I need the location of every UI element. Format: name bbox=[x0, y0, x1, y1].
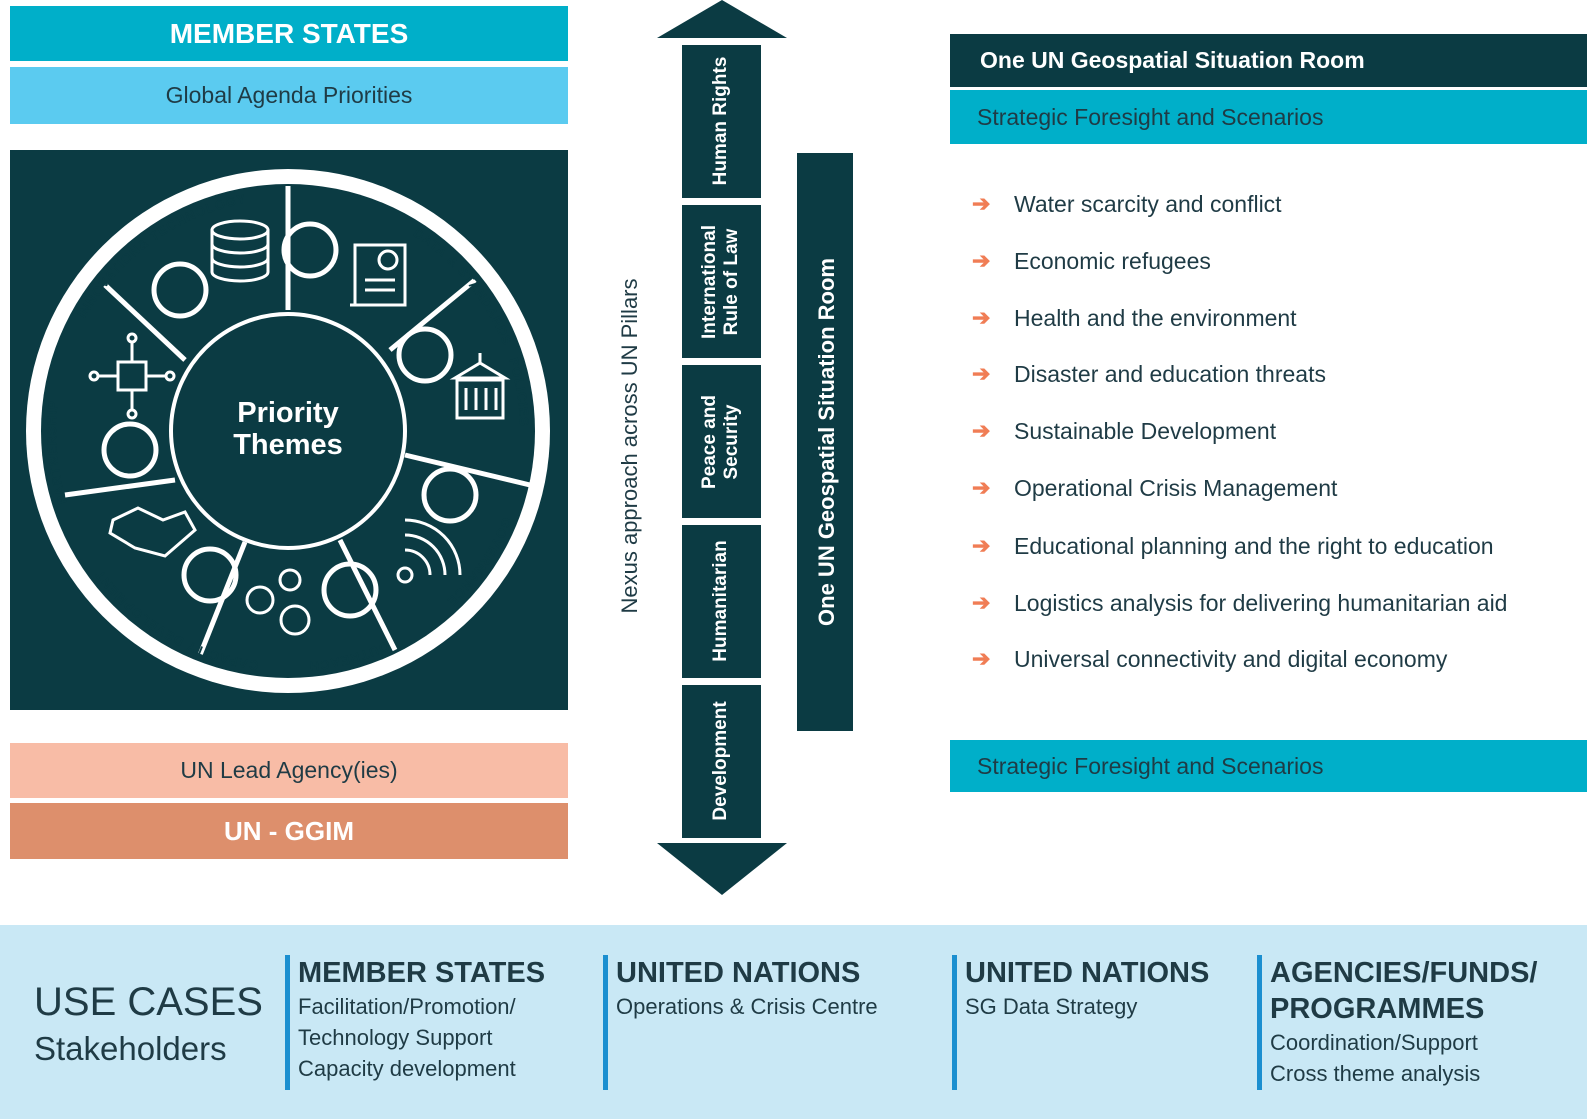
situation-room-title: One UN Geospatial Situation Room bbox=[980, 47, 1365, 73]
center-circle bbox=[169, 312, 407, 550]
un-ggim-label: UN - GGIM bbox=[224, 815, 354, 846]
wireless-signal-icon bbox=[396, 518, 462, 584]
global-agenda-label: Global Agenda Priorities bbox=[165, 82, 413, 108]
use-cases-subtitle: Stakeholders bbox=[34, 1030, 227, 1067]
theme-label: Operational Crisis Management bbox=[1014, 474, 1338, 501]
arrow-right-icon: ➔ bbox=[972, 191, 991, 216]
theme-label: Universal connectivity and digital econo… bbox=[1014, 645, 1448, 672]
theme-label: Sustainable Development bbox=[1014, 417, 1277, 444]
use-cases-title: USE CASES bbox=[34, 980, 263, 1024]
un-lead-agency-label: UN Lead Agency(ies) bbox=[180, 757, 398, 783]
use-cases-band bbox=[0, 925, 1587, 1119]
theme-item: ➔ Disaster and education threats bbox=[972, 358, 1326, 390]
stakeholder-line: Cross theme analysis bbox=[1270, 1061, 1481, 1086]
center-title-line2: Themes bbox=[233, 429, 343, 461]
arrow-right-icon: ➔ bbox=[972, 646, 991, 671]
circuit-chip-icon bbox=[88, 332, 176, 420]
strategic-foresight-top-bar: Strategic Foresight and Scenarios bbox=[950, 90, 1587, 144]
arrow-right-icon: ➔ bbox=[972, 475, 991, 500]
un-ggim-bar: UN - GGIM bbox=[10, 803, 568, 859]
pillar-humanitarian bbox=[682, 525, 761, 678]
strategic-foresight-bottom-bar: Strategic Foresight and Scenarios bbox=[950, 740, 1587, 792]
priority-themes-panel: Priority Themes DATA & STANDARDS POLICIE… bbox=[10, 150, 568, 710]
arrow-right-icon: ➔ bbox=[972, 305, 991, 330]
theme-item: ➔ Economic refugees bbox=[972, 245, 1211, 277]
stakeholder-title: UNITED NATIONS bbox=[965, 957, 1210, 989]
stakeholder-line: Capacity development bbox=[298, 1056, 516, 1081]
arrow-right-icon: ➔ bbox=[972, 590, 991, 615]
pillar-peace-security bbox=[682, 365, 761, 518]
arrow-right-icon: ➔ bbox=[972, 418, 991, 443]
priority-themes-wheel: Priority Themes DATA & STANDARDS POLICIE… bbox=[26, 169, 550, 693]
situation-room-header: One UN Geospatial Situation Room bbox=[950, 34, 1587, 87]
theme-item: ➔ Sustainable Development bbox=[972, 415, 1276, 447]
theme-item: ➔ Health and the environment bbox=[972, 302, 1297, 334]
arrow-right-icon: ➔ bbox=[972, 533, 991, 558]
policy-scroll-icon bbox=[350, 243, 407, 307]
stakeholder-line: Facilitation/Promotion/ bbox=[298, 994, 516, 1019]
theme-item: ➔ Universal connectivity and digital econ… bbox=[972, 643, 1447, 675]
stakeholder-title: AGENCIES/FUNDS/ bbox=[1270, 957, 1538, 989]
arrow-head-down bbox=[657, 843, 787, 895]
stakeholder-line: Coordination/Support bbox=[1270, 1030, 1478, 1055]
stakeholder-member-states: MEMBER STATES Facilitation/Promotion/ Te… bbox=[285, 955, 545, 1090]
puzzle-dividers bbox=[64, 186, 531, 656]
stakeholder-line: Operations & Crisis Centre bbox=[616, 994, 878, 1019]
theme-label: Logistics analysis for delivering humani… bbox=[1014, 589, 1508, 616]
un-lead-agency-bar: UN Lead Agency(ies) bbox=[10, 743, 568, 798]
vertical-situation-room-label: One UN Geospatial Situation Room bbox=[814, 258, 839, 626]
arrow-right-icon: ➔ bbox=[972, 361, 991, 386]
pillar-label-human-rights: Human Rights bbox=[710, 56, 731, 186]
global-agenda-bar: Global Agenda Priorities bbox=[10, 67, 568, 124]
pillar-rule-of-law bbox=[682, 205, 761, 358]
handshake-icon bbox=[108, 506, 197, 558]
vertical-situation-room-bar bbox=[797, 153, 853, 731]
pillar-development bbox=[682, 685, 761, 838]
theme-label: Disaster and education threats bbox=[1014, 360, 1326, 387]
stakeholder-title: UNITED NATIONS bbox=[616, 957, 861, 989]
stakeholder-un-data-strategy: UNITED NATIONS SG Data Strategy bbox=[952, 955, 1209, 1090]
pillar-label-peace-security: Peace and Security bbox=[699, 395, 742, 489]
theme-item: ➔ Water scarcity and conflict bbox=[972, 188, 1282, 220]
database-icon bbox=[210, 219, 270, 283]
theme-item: ➔ Educational planning and the right to e… bbox=[972, 530, 1494, 562]
theme-item: ➔ Operational Crisis Management bbox=[972, 472, 1337, 504]
theme-label: Educational planning and the right to ed… bbox=[1014, 532, 1494, 559]
nexus-approach-label: Nexus approach across UN Pillars bbox=[617, 278, 642, 614]
strategic-foresight-top-label: Strategic Foresight and Scenarios bbox=[977, 103, 1324, 130]
strategic-foresight-bottom-label: Strategic Foresight and Scenarios bbox=[977, 752, 1324, 779]
pillar-label-development: Development bbox=[710, 701, 731, 821]
arrow-right-icon: ➔ bbox=[972, 248, 991, 273]
member-states-label: MEMBER STATES bbox=[169, 17, 409, 49]
pillars-double-arrow bbox=[657, 0, 787, 895]
government-building-icon bbox=[449, 353, 511, 420]
theme-item: ➔ Logistics analysis for delivering human… bbox=[972, 587, 1507, 619]
stakeholder-line: SG Data Strategy bbox=[965, 994, 1138, 1019]
arrow-head-up bbox=[657, 0, 787, 38]
stakeholder-title: MEMBER STATES bbox=[298, 957, 546, 989]
pillar-human-rights bbox=[682, 45, 761, 198]
stakeholder-agencies: AGENCIES/FUNDS/ PROGRAMMES Coordination/… bbox=[1257, 955, 1537, 1090]
stakeholder-un-operations: UNITED NATIONS Operations & Crisis Centr… bbox=[603, 955, 878, 1090]
theme-label: Economic refugees bbox=[1014, 247, 1211, 274]
stakeholder-line: Technology Support bbox=[298, 1025, 493, 1050]
stakeholder-title: PROGRAMMES bbox=[1270, 993, 1485, 1025]
gears-icon bbox=[245, 568, 311, 636]
center-title-line1: Priority bbox=[237, 397, 339, 429]
theme-label: Water scarcity and conflict bbox=[1014, 190, 1282, 217]
pillar-label-humanitarian: Humanitarian bbox=[710, 540, 731, 662]
theme-label: Health and the environment bbox=[1014, 304, 1297, 331]
pillar-label-rule-of-law: International Rule of Law bbox=[699, 225, 742, 340]
member-states-header: MEMBER STATES bbox=[10, 6, 568, 61]
